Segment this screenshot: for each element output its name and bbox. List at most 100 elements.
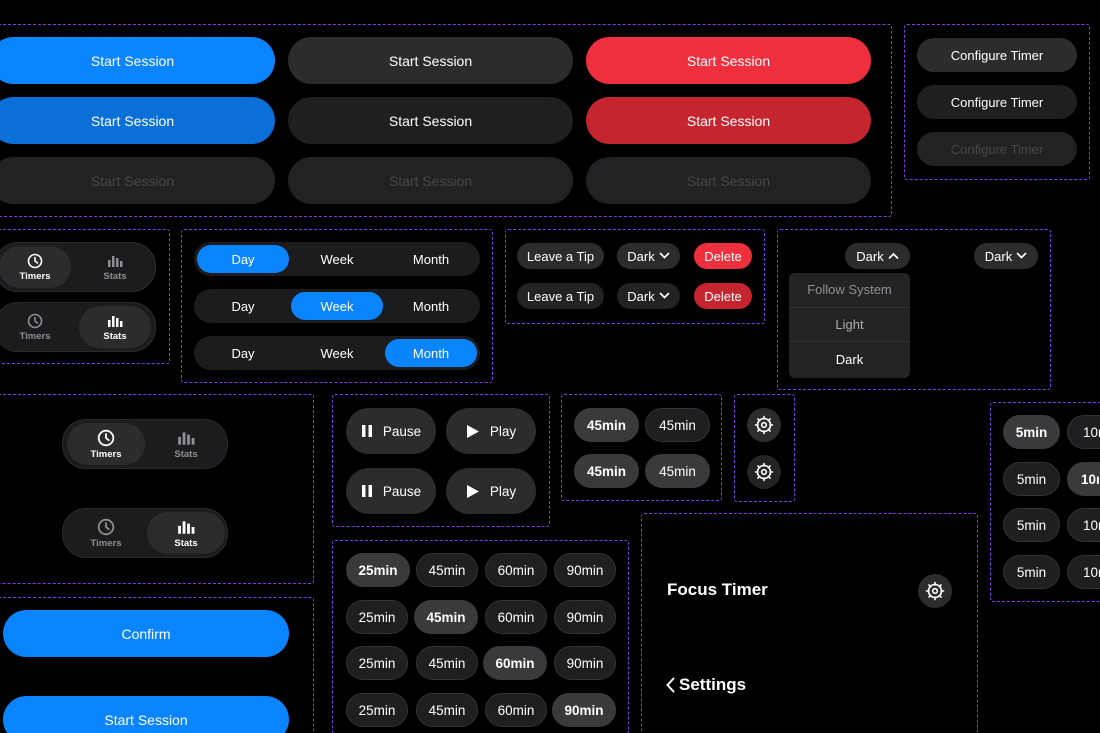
segment-month[interactable]: Month bbox=[412, 298, 450, 314]
configure-timer-button-pressed[interactable]: Configure Timer bbox=[917, 85, 1077, 119]
duration-chip[interactable]: 10min bbox=[1067, 415, 1100, 449]
frame-small-tabbars bbox=[0, 229, 170, 364]
tab-timers[interactable]: Timers bbox=[67, 423, 145, 465]
frame-theme-menu bbox=[777, 229, 1051, 390]
pause-button[interactable]: Pause bbox=[346, 408, 436, 454]
play-button[interactable]: Play bbox=[446, 408, 536, 454]
tab-stats[interactable]: Stats bbox=[79, 306, 151, 348]
tab-stats-label: Stats bbox=[103, 270, 127, 282]
tab-stats[interactable]: Stats bbox=[147, 512, 225, 554]
play-button-pressed[interactable]: Play bbox=[446, 468, 536, 514]
tab-bar-large-stats: Timers Stats bbox=[62, 508, 228, 558]
theme-dropdown-open[interactable]: Dark bbox=[845, 243, 910, 269]
duration-chip[interactable]: 25min bbox=[346, 693, 408, 727]
segment-day[interactable]: Day bbox=[231, 298, 255, 314]
menu-item-follow-system[interactable]: Follow System bbox=[789, 273, 910, 308]
duration-chip-selected[interactable]: 60min bbox=[483, 646, 547, 680]
leave-a-tip-button-pressed[interactable]: Leave a Tip bbox=[517, 283, 604, 309]
duration-chip[interactable]: 45min bbox=[416, 646, 478, 680]
frame-session-buttons bbox=[0, 24, 892, 217]
duration-chip[interactable]: 90min bbox=[554, 646, 616, 680]
duration-chip[interactable]: 25min bbox=[346, 646, 408, 680]
segment-week[interactable]: Week bbox=[291, 292, 383, 320]
settings-gear-button[interactable] bbox=[747, 408, 781, 442]
duration-chip[interactable]: 25min bbox=[346, 600, 408, 634]
tab-stats-label: Stats bbox=[174, 448, 198, 460]
tab-bar-small-timers: Timers Stats bbox=[0, 242, 156, 292]
tab-timers[interactable]: Timers bbox=[0, 246, 71, 288]
duration-chip-selected[interactable]: 45min bbox=[574, 408, 639, 442]
duration-chip-selected[interactable]: 45min bbox=[414, 600, 478, 634]
duration-chip[interactable]: 45min bbox=[645, 454, 710, 488]
timer-icon bbox=[27, 253, 43, 268]
menu-item-dark[interactable]: Dark bbox=[835, 351, 864, 367]
duration-chip[interactable]: 45min bbox=[416, 553, 478, 587]
duration-chip[interactable]: 5min bbox=[1003, 555, 1060, 589]
tab-timers-label: Timers bbox=[19, 270, 51, 282]
duration-chip[interactable]: 90min bbox=[554, 553, 616, 587]
segment-day[interactable]: Day bbox=[197, 245, 289, 273]
segment-month[interactable]: Month bbox=[412, 251, 450, 267]
start-session-button-secondary-pressed[interactable]: Start Session bbox=[288, 97, 573, 144]
theme-dropdown-closed[interactable]: Dark bbox=[974, 243, 1038, 269]
duration-chip[interactable]: 60min bbox=[485, 600, 547, 634]
tab-bar-small-stats: Timers Stats bbox=[0, 302, 156, 352]
play-label: Play bbox=[489, 423, 517, 439]
frame-gears bbox=[734, 394, 795, 502]
duration-chip[interactable]: 5min bbox=[1003, 508, 1060, 542]
configure-timer-button[interactable]: Configure Timer bbox=[917, 38, 1077, 72]
segment-week[interactable]: Week bbox=[320, 251, 354, 267]
segment-week[interactable]: Week bbox=[320, 345, 354, 361]
settings-gear-button-pressed[interactable] bbox=[747, 455, 781, 489]
confirm-button[interactable]: Confirm bbox=[3, 610, 289, 657]
duration-chip[interactable]: 5min bbox=[1003, 462, 1060, 496]
delete-button-pressed[interactable]: Delete bbox=[694, 283, 752, 309]
start-session-button-destructive-disabled[interactable]: Start Session bbox=[586, 157, 871, 204]
tab-timers[interactable]: Timers bbox=[0, 306, 71, 348]
tab-stats[interactable]: Stats bbox=[147, 423, 225, 465]
start-session-button-primary-pressed[interactable]: Start Session bbox=[0, 97, 275, 144]
pause-button-pressed[interactable]: Pause bbox=[346, 468, 436, 514]
segment-day[interactable]: Day bbox=[231, 345, 255, 361]
duration-chip[interactable]: 45min bbox=[645, 408, 710, 442]
chart-icon bbox=[178, 431, 195, 445]
back-label: Settings bbox=[679, 675, 747, 694]
duration-chip-selected[interactable]: 90min bbox=[552, 693, 616, 727]
menu-item-light[interactable]: Light bbox=[789, 308, 910, 342]
duration-chip[interactable]: 60min bbox=[485, 693, 547, 727]
tab-stats[interactable]: Stats bbox=[79, 246, 151, 288]
tab-timers-label: Timers bbox=[90, 537, 122, 549]
panel-settings-gear-button[interactable] bbox=[918, 574, 952, 608]
frame-large-tabbars bbox=[0, 394, 314, 584]
duration-chip[interactable]: 60min bbox=[485, 553, 547, 587]
duration-chip[interactable]: 10min bbox=[1067, 555, 1100, 589]
duration-chip-label: 10min bbox=[1081, 471, 1099, 487]
leave-a-tip-button[interactable]: Leave a Tip bbox=[517, 243, 604, 269]
start-session-button-primary[interactable]: Start Session bbox=[0, 37, 275, 84]
segment-month[interactable]: Month bbox=[385, 339, 477, 367]
tab-timers[interactable]: Timers bbox=[67, 512, 145, 554]
back-to-settings-button[interactable]: Settings bbox=[666, 675, 746, 695]
duration-chip-selected[interactable]: 10min bbox=[1067, 462, 1100, 496]
start-session-button-destructive-pressed[interactable]: Start Session bbox=[586, 97, 871, 144]
theme-dropdown-button[interactable]: Dark bbox=[617, 243, 680, 269]
start-session-button-primary-disabled[interactable]: Start Session bbox=[0, 157, 275, 204]
theme-dropdown-button-pressed[interactable]: Dark bbox=[617, 283, 680, 309]
duration-chip[interactable]: 10min bbox=[1067, 508, 1100, 542]
configure-timer-button-disabled[interactable]: Configure Timer bbox=[917, 132, 1077, 166]
start-session-button-secondary[interactable]: Start Session bbox=[288, 37, 573, 84]
duration-chip[interactable]: 45min bbox=[416, 693, 478, 727]
duration-chip-selected[interactable]: 25min bbox=[346, 553, 410, 587]
duration-chip[interactable]: 90min bbox=[554, 600, 616, 634]
pause-label: Pause bbox=[382, 423, 422, 439]
delete-button[interactable]: Delete bbox=[694, 243, 752, 269]
play-icon bbox=[466, 484, 479, 498]
start-session-button-secondary-disabled[interactable]: Start Session bbox=[288, 157, 573, 204]
pause-icon bbox=[361, 485, 372, 497]
start-session-button[interactable]: Start Session bbox=[3, 696, 289, 733]
duration-chip-selected[interactable]: 5min bbox=[1003, 415, 1060, 449]
gear-icon bbox=[925, 581, 945, 601]
start-session-button-destructive[interactable]: Start Session bbox=[586, 37, 871, 84]
duration-chip-selected[interactable]: 45min bbox=[574, 454, 639, 488]
tab-bar-large-timers: Timers Stats bbox=[62, 419, 228, 469]
